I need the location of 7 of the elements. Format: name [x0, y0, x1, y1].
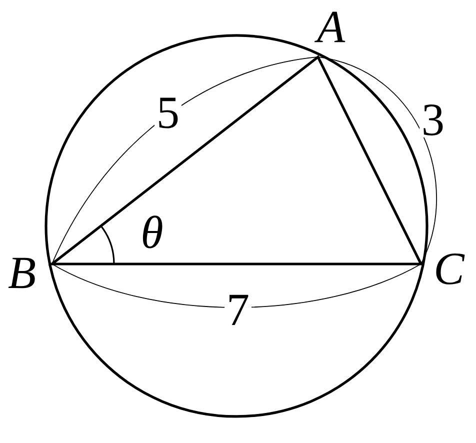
vertex-label: B	[8, 258, 36, 288]
side-length-label: 3	[420, 102, 446, 138]
side-length-label: 5	[154, 96, 182, 130]
angle-label: θ	[142, 216, 162, 248]
side-length-label: 7	[224, 292, 252, 328]
vertex-label: C	[436, 254, 465, 284]
vertex-label: A	[314, 12, 346, 42]
